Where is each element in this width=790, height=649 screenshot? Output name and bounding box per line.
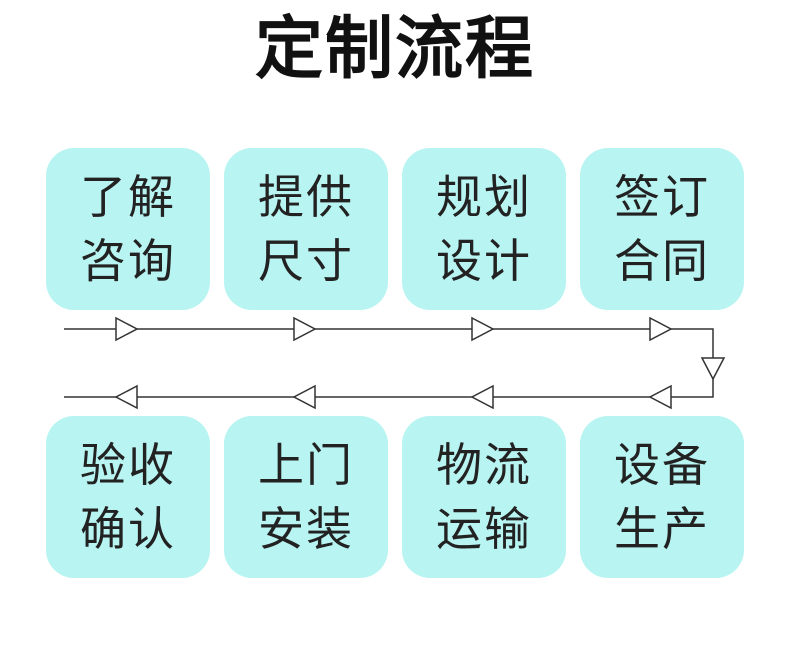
page-title: 定制流程 xyxy=(254,10,535,89)
step-box-8: 验收 确认 xyxy=(46,416,210,578)
step-label-line1: 提供 xyxy=(258,170,354,224)
step-label-line1: 上门 xyxy=(258,438,354,492)
step-label-line1: 验收 xyxy=(80,438,176,492)
step-box-5: 设备 生产 xyxy=(580,416,744,578)
step-label-line2: 设计 xyxy=(436,234,532,288)
arrow-right-icon xyxy=(649,316,673,342)
step-label-line2: 尺寸 xyxy=(258,234,354,288)
arrow-left-icon xyxy=(292,384,316,410)
step-label-line2: 生产 xyxy=(614,502,710,556)
step-label-line2: 咨询 xyxy=(80,234,176,288)
step-label-line1: 签订 xyxy=(614,170,710,224)
arrow-left-icon xyxy=(648,384,672,410)
step-box-6: 物流 运输 xyxy=(402,416,566,578)
arrow-left-icon xyxy=(114,384,138,410)
flow-line xyxy=(64,328,714,398)
arrow-left-icon xyxy=(470,384,494,410)
step-label-line2: 合同 xyxy=(614,234,710,288)
arrow-right-icon xyxy=(115,316,139,342)
step-label-line2: 运输 xyxy=(436,502,532,556)
step-label-line1: 设备 xyxy=(614,438,710,492)
step-label-line1: 物流 xyxy=(436,438,532,492)
step-label-line2: 确认 xyxy=(80,502,176,556)
arrow-right-icon xyxy=(471,316,495,342)
step-box-3: 规划 设计 xyxy=(402,148,566,310)
step-box-4: 签订 合同 xyxy=(580,148,744,310)
step-box-7: 上门 安装 xyxy=(224,416,388,578)
step-label-line2: 安装 xyxy=(258,502,354,556)
arrow-right-icon xyxy=(293,316,317,342)
arrow-down-icon xyxy=(700,357,726,381)
step-box-2: 提供 尺寸 xyxy=(224,148,388,310)
step-box-1: 了解 咨询 xyxy=(46,148,210,310)
step-label-line1: 了解 xyxy=(80,170,176,224)
step-label-line1: 规划 xyxy=(436,170,532,224)
